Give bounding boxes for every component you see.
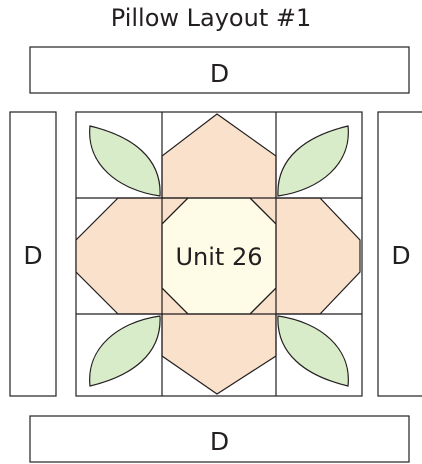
- top-border-strip: D: [29, 46, 410, 94]
- right-border-label: D: [391, 241, 410, 270]
- leaf-top-left: [89, 125, 161, 197]
- leaf-bottom-left: [89, 315, 161, 387]
- right-border-strip: D: [377, 111, 422, 397]
- center-unit-label: Unit 26: [175, 243, 262, 271]
- bottom-border-label: D: [210, 427, 229, 456]
- left-border-label: D: [23, 241, 42, 270]
- left-border-strip: D: [9, 111, 57, 397]
- leaf-top-right: [277, 125, 349, 197]
- top-border-label: D: [210, 59, 229, 88]
- diagonal-seams: [161, 197, 277, 315]
- diagram-title: Pillow Layout #1: [110, 4, 312, 32]
- center-block: Unit 26: [75, 111, 363, 397]
- leaf-bottom-right: [277, 315, 349, 387]
- bottom-border-strip: D: [29, 415, 410, 463]
- grid-lines: [76, 112, 362, 396]
